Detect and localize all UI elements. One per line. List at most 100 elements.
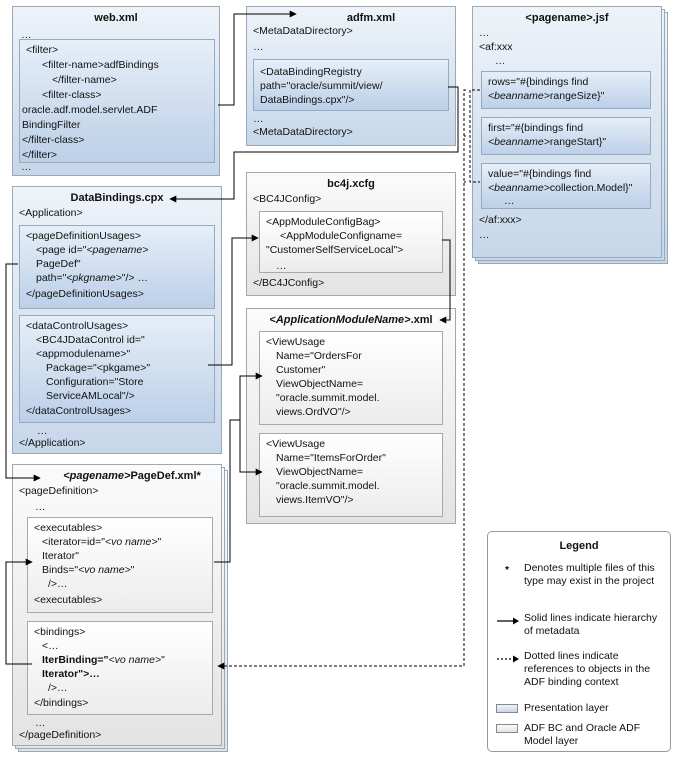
beanname: <beanname> <box>488 90 550 102</box>
bc4j-xcfg-file: bc4j.xcfg <BC4JConfig> <AppModuleConfigB… <box>246 172 456 296</box>
iterbinding-iterator: Iterator">… <box>42 668 100 681</box>
bindings-item-close: />… <box>48 682 68 694</box>
config-ellipsis: … <box>276 260 287 272</box>
config-value: "CustomerSelfServiceLocal"> <box>266 244 404 256</box>
pagedefinition-close: </pageDefinition> <box>19 729 102 741</box>
page-definition-usages-block: <pageDefinitionUsages> <page id="<pagena… <box>19 225 215 309</box>
filter-name-close: </filter-name> <box>52 74 117 86</box>
value-ellipsis: … <box>504 195 515 207</box>
executables-block: <executables> <iterator=id="<vo name>" I… <box>27 517 213 613</box>
config-bag-open: <AppModuleConfigBag> <box>266 216 381 228</box>
jsf-file: <pagename>.jsf … <af:xxx … rows="#{bindi… <box>472 6 662 258</box>
pagedef-file: <pagename>PageDef.xml* <pageDefinition> … <box>12 464 222 746</box>
appmodule-config-bag-block: <AppModuleConfigBag> <AppModuleConfignam… <box>259 211 443 273</box>
configuration-attr: Configuration="Store <box>46 376 144 388</box>
bc4j-title: bc4j.xcfg <box>327 178 375 190</box>
first-attribute-block: first="#{bindings find <beanname>rangeSt… <box>481 117 651 155</box>
databindings-cpx-file: DataBindings.cpx <Application> <pageDefi… <box>12 186 222 454</box>
filter-class-value-2: BindingFilter <box>22 119 81 131</box>
view-usage-items-block: <ViewUsage Name="ItemsForOrder" ViewObje… <box>259 433 443 517</box>
viewusage-open: <ViewUsage <box>266 336 326 348</box>
application-open: <Application> <box>19 207 83 219</box>
web-xml-title: web.xml <box>94 12 138 24</box>
databindings-title: DataBindings.cpx <box>70 192 164 204</box>
legend-item-solid-lines: Solid lines indicate hierarchy of metada… <box>524 612 658 637</box>
pagename: <pagename> <box>86 244 149 256</box>
path-line: path="<pkgname>"/> … <box>36 272 148 285</box>
executables-close: <executables> <box>34 594 103 606</box>
iterator-close: />… <box>48 578 68 590</box>
viewusage-name-2: Customer" <box>276 364 326 376</box>
appmodule-ext: .xml <box>410 314 433 326</box>
page-id-line: <page id="<pagename> <box>36 244 148 257</box>
viewusage-open: <ViewUsage <box>266 438 326 450</box>
iterbinding-line: IterBinding="<vo name>" <box>42 654 165 666</box>
appmodule-title: <ApplicationModuleName>.xml <box>247 314 455 326</box>
bc4jconfig-open: <BC4JConfig> <box>253 193 322 205</box>
filter-block: <filter> <filter-name>adfBindings </filt… <box>19 39 215 163</box>
path-text: path=" <box>36 272 67 284</box>
viewusage-name: Name="OrdersFor <box>276 350 362 362</box>
pagedef-text: PageDef" <box>36 258 81 270</box>
value-attr-rest: collection.Model}" <box>549 182 633 194</box>
vo-name: <vo name> <box>108 654 162 666</box>
web-xml-line: … <box>21 161 32 173</box>
beanname: <beanname> <box>488 182 550 194</box>
value-attribute-block: value="#{bindings find <beanname>collect… <box>481 163 651 209</box>
config-name: <AppModuleConfigname= <box>280 230 403 242</box>
bindings-open: <bindings> <box>34 626 86 638</box>
filter-class-value: oracle.adf.model.servlet.ADF <box>22 104 158 116</box>
vo-name: <vo name> <box>78 564 131 576</box>
adfm-ellipsis: … <box>253 113 264 125</box>
viewusage-name: Name="ItemsForOrder" <box>276 452 386 464</box>
web-xml-line: … <box>21 29 32 41</box>
page-id-text: <page id=" <box>36 244 87 256</box>
solid-arrow-icon <box>497 617 519 625</box>
rows-attr-rest: rangeSize}" <box>549 90 605 102</box>
model-swatch <box>496 724 518 733</box>
iterator-id: <iterator=id=" <box>42 536 105 548</box>
value-attr: value="#{bindings find <box>488 168 592 180</box>
jsf-ellipsis: … <box>479 27 490 39</box>
appmodulename: <appmodulename>" <box>36 348 131 360</box>
view-usage-orders-block: <ViewUsage Name="OrdersFor Customer" Vie… <box>259 331 443 425</box>
databinding-registry-block: <DataBindingRegistry path="oracle/summit… <box>253 59 449 111</box>
af-close: </af:xxx> <box>479 214 522 226</box>
vo-name: <vo name> <box>104 536 158 548</box>
legend-item-multiple-files: Denotes multiple files of this type may … <box>524 562 655 587</box>
pagedef-ellipsis: … <box>35 717 46 729</box>
beanname: <beanname> <box>488 136 550 148</box>
iterbinding-attr: IterBinding=" <box>42 654 109 666</box>
cpx-ellipsis: … <box>37 425 48 437</box>
iterator-suffix: Iterator" <box>42 550 79 562</box>
application-close: </Application> <box>19 437 86 449</box>
appmodule-xml-file: <ApplicationModuleName>.xml <ViewUsage N… <box>246 308 456 524</box>
legend-item-dotted-lines: Dotted lines indicate references to obje… <box>524 650 651 688</box>
pagedef-title: <pagename>PageDef.xml* <box>13 470 221 482</box>
binds-end: " <box>130 564 135 576</box>
jsf-ellipsis: … <box>479 229 490 241</box>
path-end: "/> … <box>121 272 148 284</box>
pagedef-usages-open: <pageDefinitionUsages> <box>26 230 141 242</box>
filter-class-close: </filter-class> <box>22 134 85 146</box>
adfm-xml-title: adfm.xml <box>346 12 396 24</box>
filter-open: <filter> <box>26 44 59 56</box>
data-control-usages-block: <dataControlUsages> <BC4JDataControl id=… <box>19 315 215 423</box>
rows-attr: rows="#{bindings find <box>488 76 589 88</box>
viewobject-path: "oracle.summit.model. <box>276 480 380 492</box>
iterator-line: <iterator=id="<vo name>" <box>42 536 162 548</box>
first-attr: first="#{bindings find <box>488 122 584 134</box>
asterisk-mark: * <box>504 564 510 576</box>
filter-class-open: <filter-class> <box>42 89 102 101</box>
datacontrol-usages-close: </dataControlUsages> <box>26 405 132 417</box>
jsf-title: <pagename>.jsf <box>525 12 609 24</box>
registry-path: path="oracle/summit/view/ <box>260 80 383 92</box>
pagedef-ext: PageDef.xml* <box>130 470 201 482</box>
jsf-ellipsis: … <box>495 55 506 67</box>
legend: Legend * Denotes multiple files of this … <box>487 531 671 752</box>
appmodule-name-var: <ApplicationModuleName> <box>269 314 411 326</box>
registry-line: <DataBindingRegistry <box>260 66 362 78</box>
pagedefinition-open: <pageDefinition> <box>19 485 99 497</box>
pagedef-usages-close: </pageDefinitionUsages> <box>26 288 144 300</box>
legend-item-presentation: Presentation layer <box>524 702 609 714</box>
